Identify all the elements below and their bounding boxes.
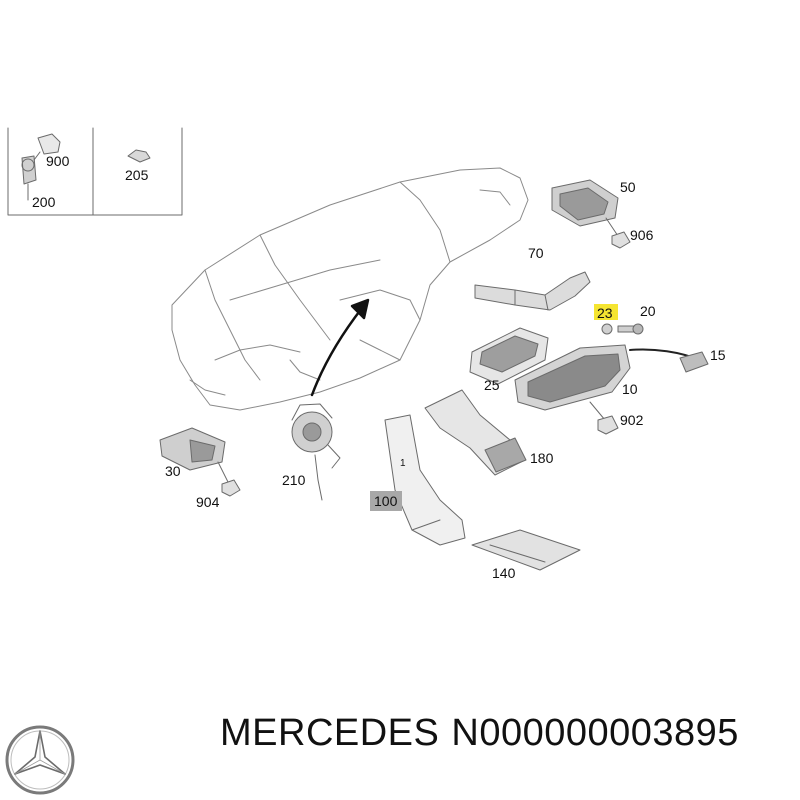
label-100: 100	[374, 493, 398, 509]
dashboard-outline	[171, 167, 529, 411]
label-50: 50	[620, 179, 636, 195]
duct-part-70	[474, 271, 591, 311]
part-labels: 900 200 205 50 906 70 23 20 15 25 10 902…	[32, 153, 726, 581]
clip-part-902	[597, 415, 619, 435]
nut-part-23	[601, 323, 613, 335]
label-25: 25	[484, 377, 500, 393]
clip-part-205	[127, 149, 151, 163]
label-140: 140	[492, 565, 516, 581]
clip-part-906	[611, 231, 631, 249]
label-1: 1	[400, 458, 406, 469]
label-210: 210	[282, 472, 306, 488]
clock-spring-part-210	[291, 403, 341, 501]
inset-box	[7, 127, 183, 216]
label-30: 30	[165, 463, 181, 479]
vent-frame-part-25	[469, 327, 549, 385]
duct-part-180	[424, 389, 527, 476]
ignition-lock-part	[21, 133, 61, 201]
clip-part-904	[221, 479, 241, 497]
label-906: 906	[630, 227, 654, 243]
label-180: 180	[530, 450, 554, 466]
assembly-arrow	[310, 298, 370, 397]
vent-part-50	[551, 179, 619, 237]
label-15: 15	[710, 347, 726, 363]
highlight-23	[594, 304, 618, 320]
connector-part-15	[679, 351, 709, 373]
label-10: 10	[622, 381, 638, 397]
duct-part-100	[384, 414, 466, 546]
brand-name: MERCEDES	[220, 712, 440, 754]
label-20: 20	[640, 303, 656, 319]
part-caption: MERCEDES N000000003895	[220, 712, 751, 755]
screw-part-20	[617, 323, 644, 335]
label-200: 200	[32, 194, 56, 210]
label-205: 205	[125, 167, 149, 183]
label-900: 900	[46, 153, 70, 169]
center-vent-part-10	[514, 344, 701, 421]
vent-part-30	[159, 427, 229, 483]
panel-part-140	[471, 529, 581, 571]
label-904: 904	[196, 494, 220, 510]
label-70: 70	[528, 245, 544, 261]
label-23: 23	[597, 305, 613, 321]
highlight-100	[370, 491, 402, 511]
mercedes-star-icon	[5, 725, 75, 795]
part-number: N000000003895	[451, 712, 739, 754]
label-902: 902	[620, 412, 644, 428]
